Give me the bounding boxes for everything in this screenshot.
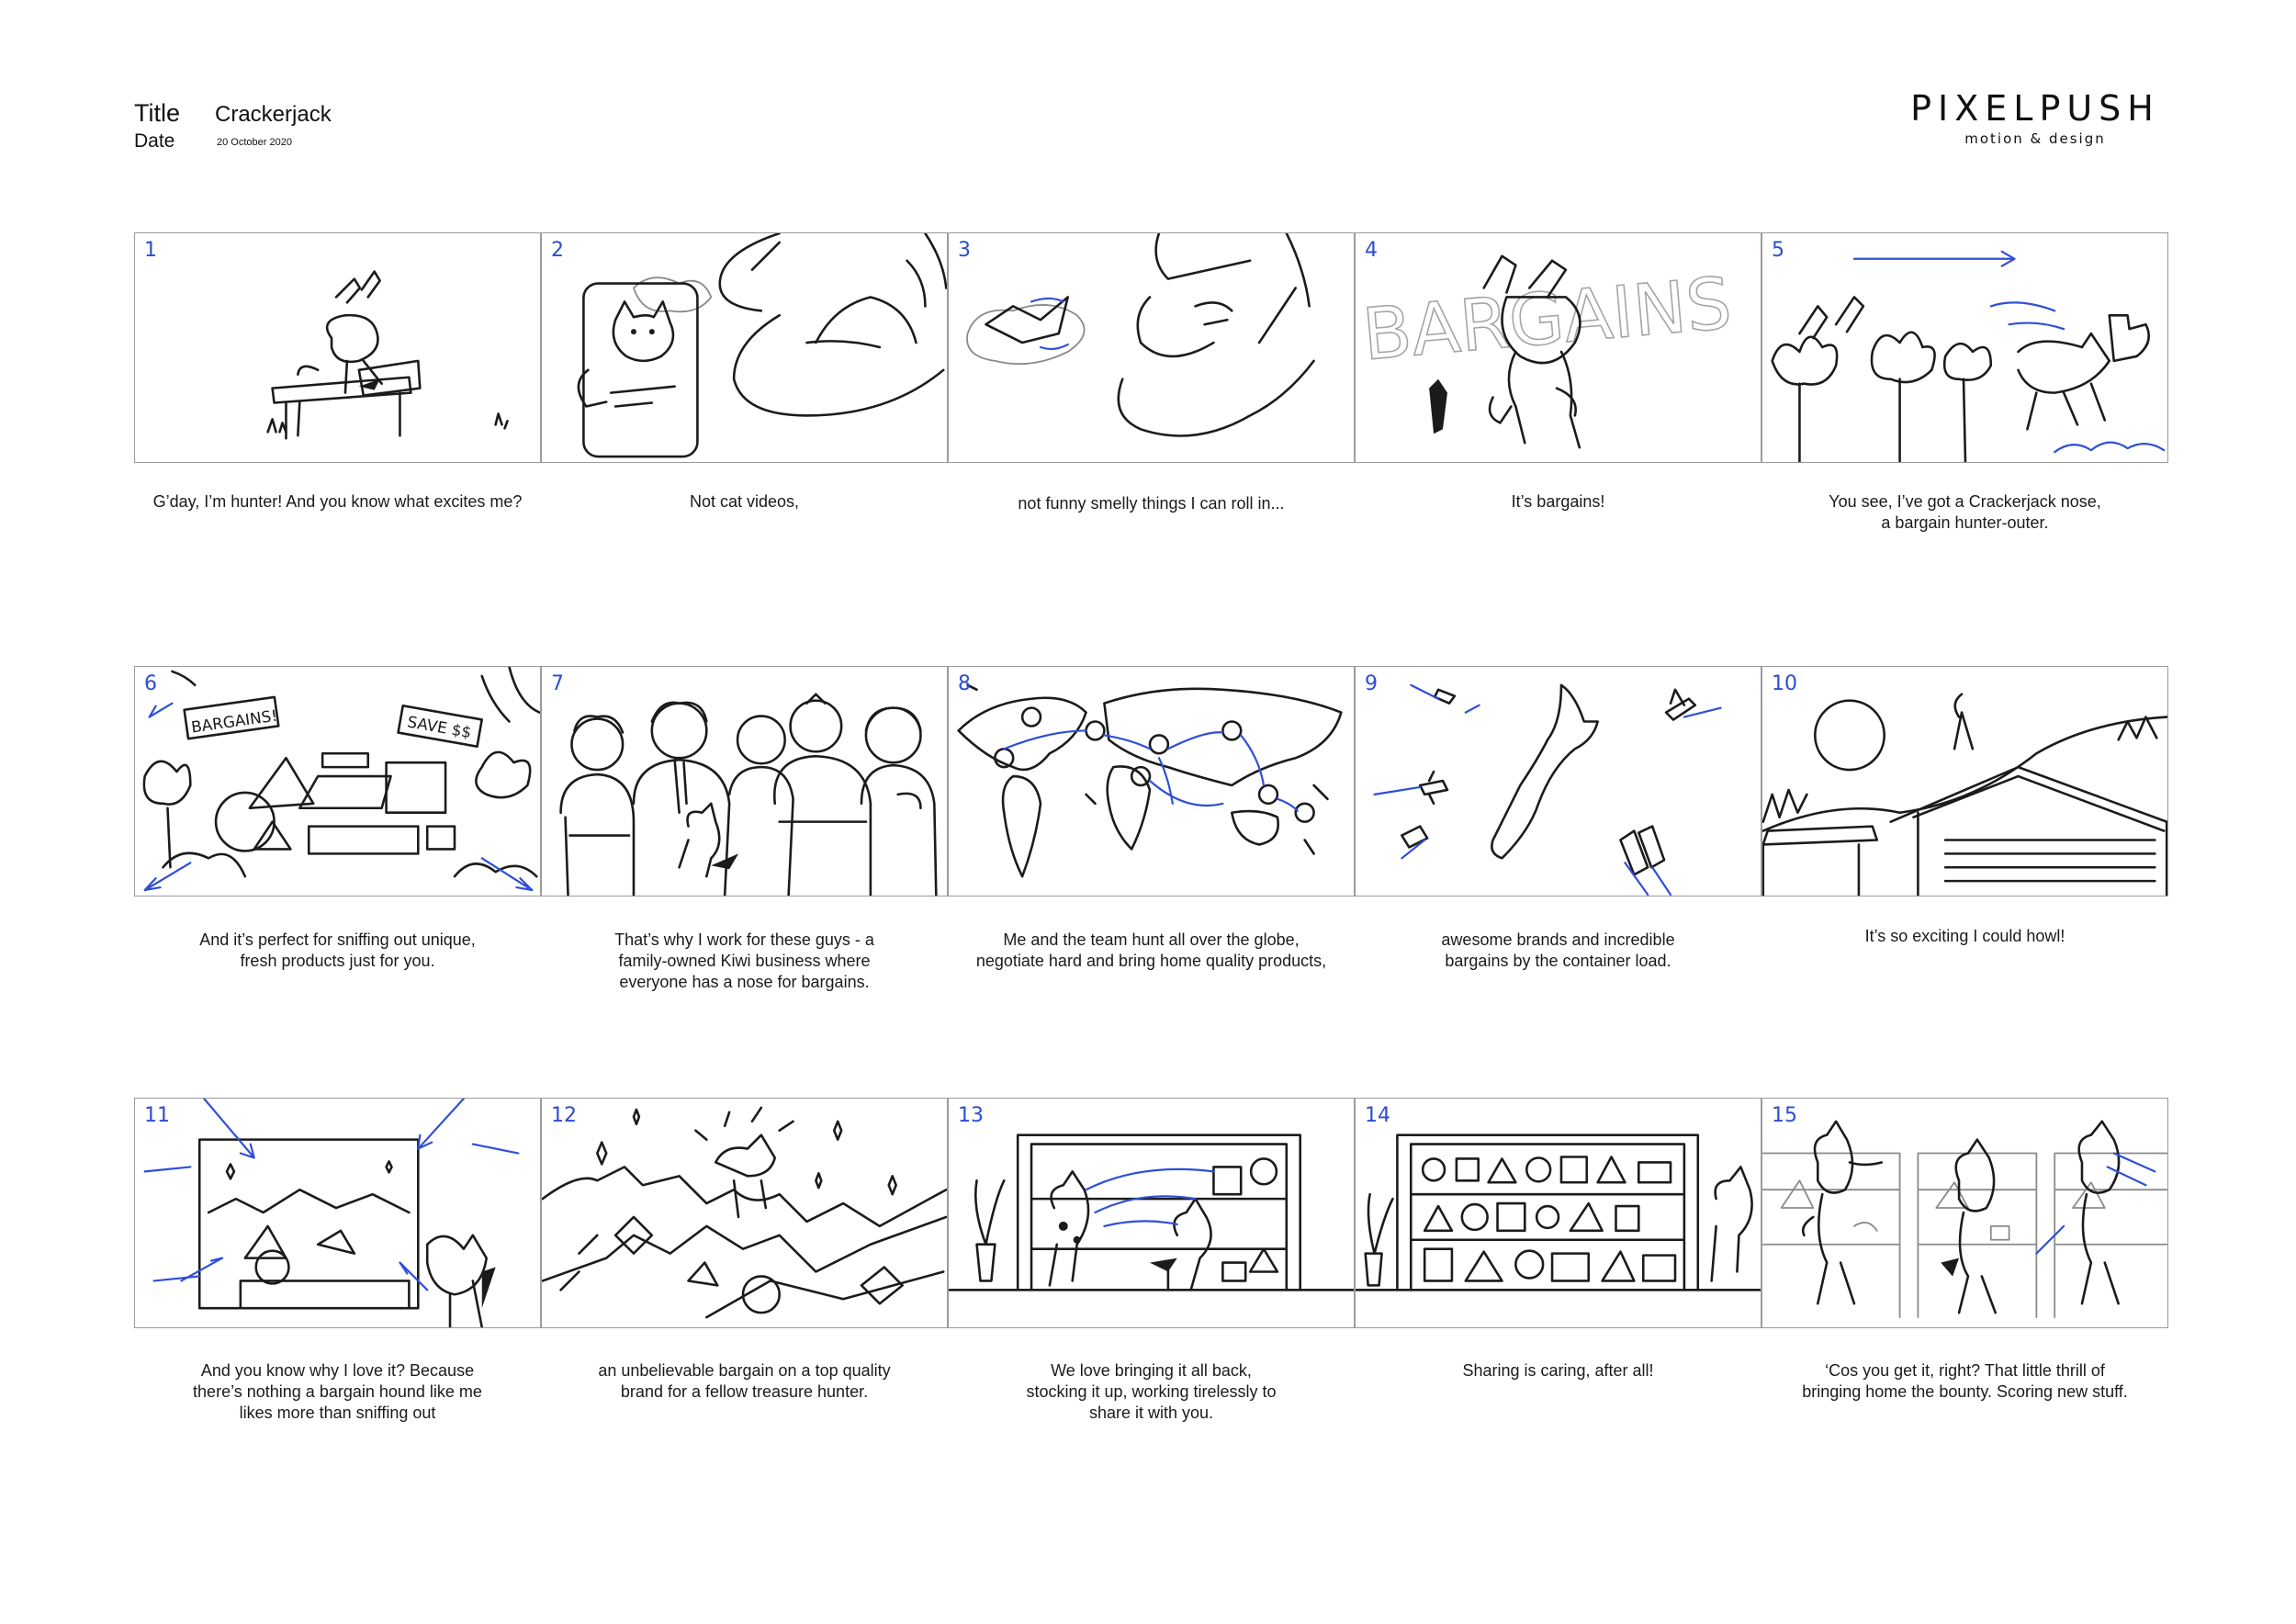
- panel-number: 8: [958, 672, 971, 695]
- panel-number: 15: [1772, 1104, 1797, 1127]
- panel-number: 1: [144, 239, 157, 262]
- storyboard-panel-8: 8: [948, 666, 1355, 897]
- storyboard-panel-6: BARGAINS! SAVE $$ 6: [134, 666, 541, 897]
- panel-8-sketch: [957, 683, 1343, 878]
- storyboard-panel-12: 12: [541, 1098, 948, 1328]
- panel-3-caption: not funny smelly things I can roll in...: [1018, 494, 1285, 513]
- storyboard-panel-9: 9: [1355, 666, 1761, 897]
- date-label: Date: [134, 130, 175, 152]
- panel-14-caption: Sharing is caring, after all!: [1462, 1361, 1654, 1380]
- panel-number: 5: [1772, 239, 1784, 262]
- panel-13-sketch: [949, 1133, 1354, 1291]
- panel-number: 2: [551, 239, 564, 262]
- panel-number: 9: [1365, 672, 1378, 695]
- project-date: 20 October 2020: [217, 137, 292, 148]
- storyboard-panel-13: 13: [948, 1098, 1355, 1328]
- panel-1-caption: G’day, I’m hunter! And you know what exc…: [152, 492, 523, 511]
- pixelpush-logo: PIXELPUSH motion & design: [1897, 88, 2173, 147]
- panel-15-sketch: [1762, 1120, 2167, 1318]
- panel-number: 12: [551, 1104, 577, 1127]
- bargains-background-text: BARGAINS: [1359, 263, 1735, 378]
- panel-4-caption: It’s bargains!: [1511, 492, 1605, 511]
- panel-number: 13: [958, 1104, 984, 1127]
- storyboard-panel-1: 1: [134, 232, 541, 463]
- panel-5-sketch: [1771, 250, 2166, 462]
- panel-6-sketch: BARGAINS! SAVE $$: [142, 667, 540, 892]
- panel-10-sketch: [1762, 693, 2167, 896]
- storyboard-panel-14: 14: [1355, 1098, 1761, 1328]
- panel-11-sketch: [143, 1099, 520, 1327]
- panel-12-sketch: [542, 1106, 947, 1319]
- storyboard-panel-7: 7: [541, 666, 948, 897]
- panel-number: 10: [1772, 672, 1797, 695]
- panel-8-caption: Me and the team hunt all over the globe,…: [975, 930, 1327, 970]
- panel-14-sketch: [1356, 1133, 1761, 1291]
- panel-number: 7: [551, 672, 564, 695]
- storyboard-panel-5: 5: [1761, 232, 2168, 463]
- panel-number: 4: [1365, 239, 1378, 262]
- panel-4-sketch: BARGAINS: [1358, 254, 1736, 449]
- panel-7-sketch: [559, 693, 938, 896]
- storyboard-panel-10: 10: [1761, 666, 2168, 897]
- logo-tagline: motion & design: [1964, 130, 2106, 147]
- project-title: Crackerjack: [215, 102, 332, 127]
- storyboard-panel-3: 3: [948, 232, 1355, 463]
- panel-2-sketch: [577, 233, 947, 458]
- panel-5-caption: You see, I’ve got a Crackerjack nose,a b…: [1829, 492, 2101, 532]
- storyboard-panel-15: 15: [1761, 1098, 2168, 1328]
- panel-number: 3: [958, 239, 971, 262]
- panel-10-caption: It’s so exciting I could howl!: [1864, 927, 2065, 945]
- panel-9-sketch: [1373, 683, 1722, 896]
- logo-wordmark: PIXELPUSH: [1910, 88, 2160, 129]
- panel-13-caption: We love bringing it all back,stocking it…: [1026, 1361, 1277, 1422]
- panel-number: 14: [1365, 1104, 1390, 1127]
- panel-2-caption: Not cat videos,: [689, 492, 800, 511]
- storyboard-panel-4: BARGAINS 4: [1355, 232, 1761, 463]
- storyboard-panel-11: 11: [134, 1098, 541, 1328]
- panel-15-caption: ‘Cos you get it, right? That little thri…: [1802, 1361, 2128, 1401]
- panel-number: 11: [144, 1104, 170, 1127]
- panel-12-caption: an unbelievable bargain on a top quality…: [598, 1361, 891, 1401]
- panel-3-sketch: [966, 233, 1315, 437]
- panel-6-caption: And it’s perfect for sniffing out unique…: [199, 930, 476, 970]
- title-label: Title: [134, 99, 181, 127]
- storyboard-panel-2: 2: [541, 232, 948, 463]
- panel-1-sketch: [266, 270, 509, 440]
- panel-number: 6: [144, 672, 157, 695]
